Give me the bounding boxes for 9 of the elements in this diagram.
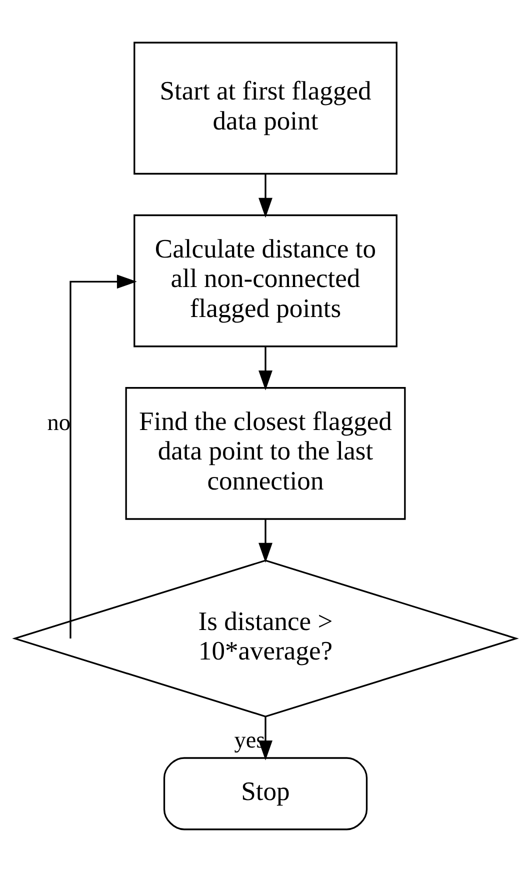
node-box: Calculate distance to all non-connected flagged points (134, 214, 398, 348)
arrow (70, 274, 137, 638)
node-box: Find the closest flagged data point to the last connection (125, 387, 406, 520)
node-box: Start at first flagged data point (134, 42, 398, 175)
node-diamond: Is distance > 10*average? (12, 560, 519, 718)
arrow (258, 519, 272, 563)
node-box: Stop (163, 757, 368, 830)
arrow (258, 346, 272, 390)
arrow (258, 174, 272, 218)
